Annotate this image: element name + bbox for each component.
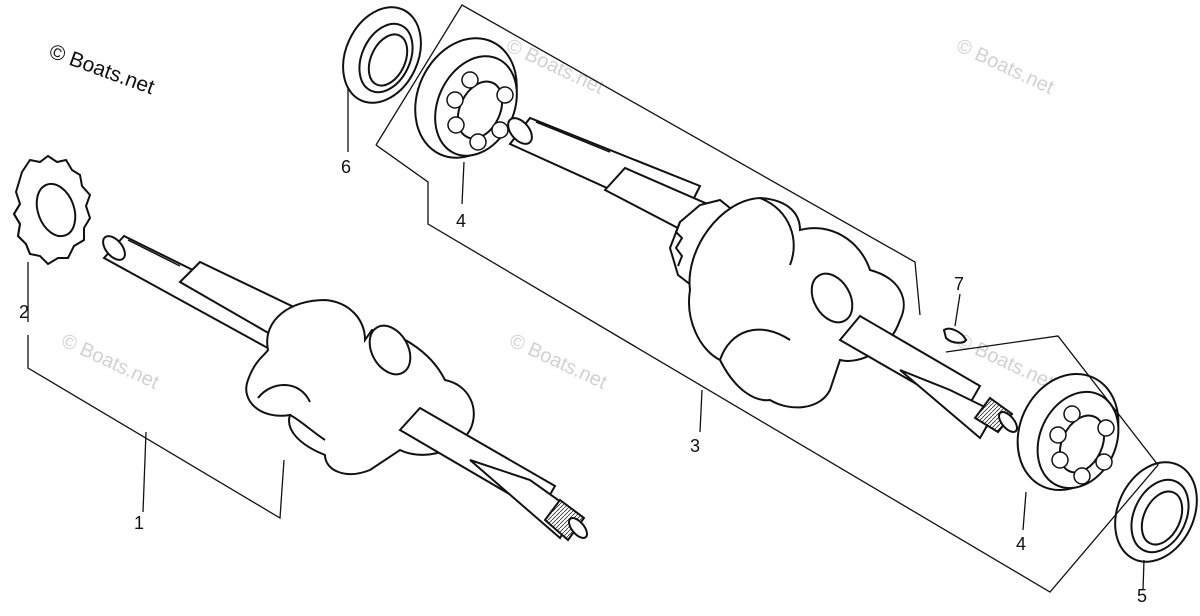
leader-line-5 [1142,559,1145,591]
watermark-4: © Boats.net [506,330,611,394]
callout-4-top: 4 [456,211,466,231]
watermarks: © Boats.net © Boats.net © Boats.net © Bo… [58,35,1058,394]
callout-1: 1 [134,513,144,533]
watermark-3: © Boats.net [58,330,163,394]
callout-numbers: 1 2 3 4 4 5 6 7 [19,157,1147,606]
callout-2: 2 [19,302,29,322]
oil-seal-top-part [342,6,422,104]
leader-line-4a [461,161,465,205]
crank-gear-part [12,154,92,266]
callout-3: 3 [690,436,700,456]
ball-bearing-bottom-part [1016,372,1120,492]
leader-line-1 [142,431,147,513]
bracket-line [27,335,285,520]
watermark-1: © Boats.net [503,35,608,99]
callout-5: 5 [1137,586,1147,606]
leader-line-7 [954,293,961,327]
oil-seal-bottom-part [1114,461,1198,563]
bracket-bottom [375,144,1159,593]
leader-line-3 [699,389,703,433]
woodruff-key-part [942,327,968,344]
leader-bracket-3 [347,4,1159,593]
watermark-2: © Boats.net [953,35,1058,99]
crankshaft-part [102,234,588,542]
leader-bracket-1 [27,262,285,520]
bracket-top [375,4,921,316]
crankshaft-assembly-part [507,116,1018,440]
callout-6: 6 [341,157,351,177]
callout-4-bottom: 4 [1016,534,1026,554]
ball-bearing-top-part [414,37,518,159]
callout-7: 7 [954,274,964,294]
leader-line-4b [1022,491,1027,531]
